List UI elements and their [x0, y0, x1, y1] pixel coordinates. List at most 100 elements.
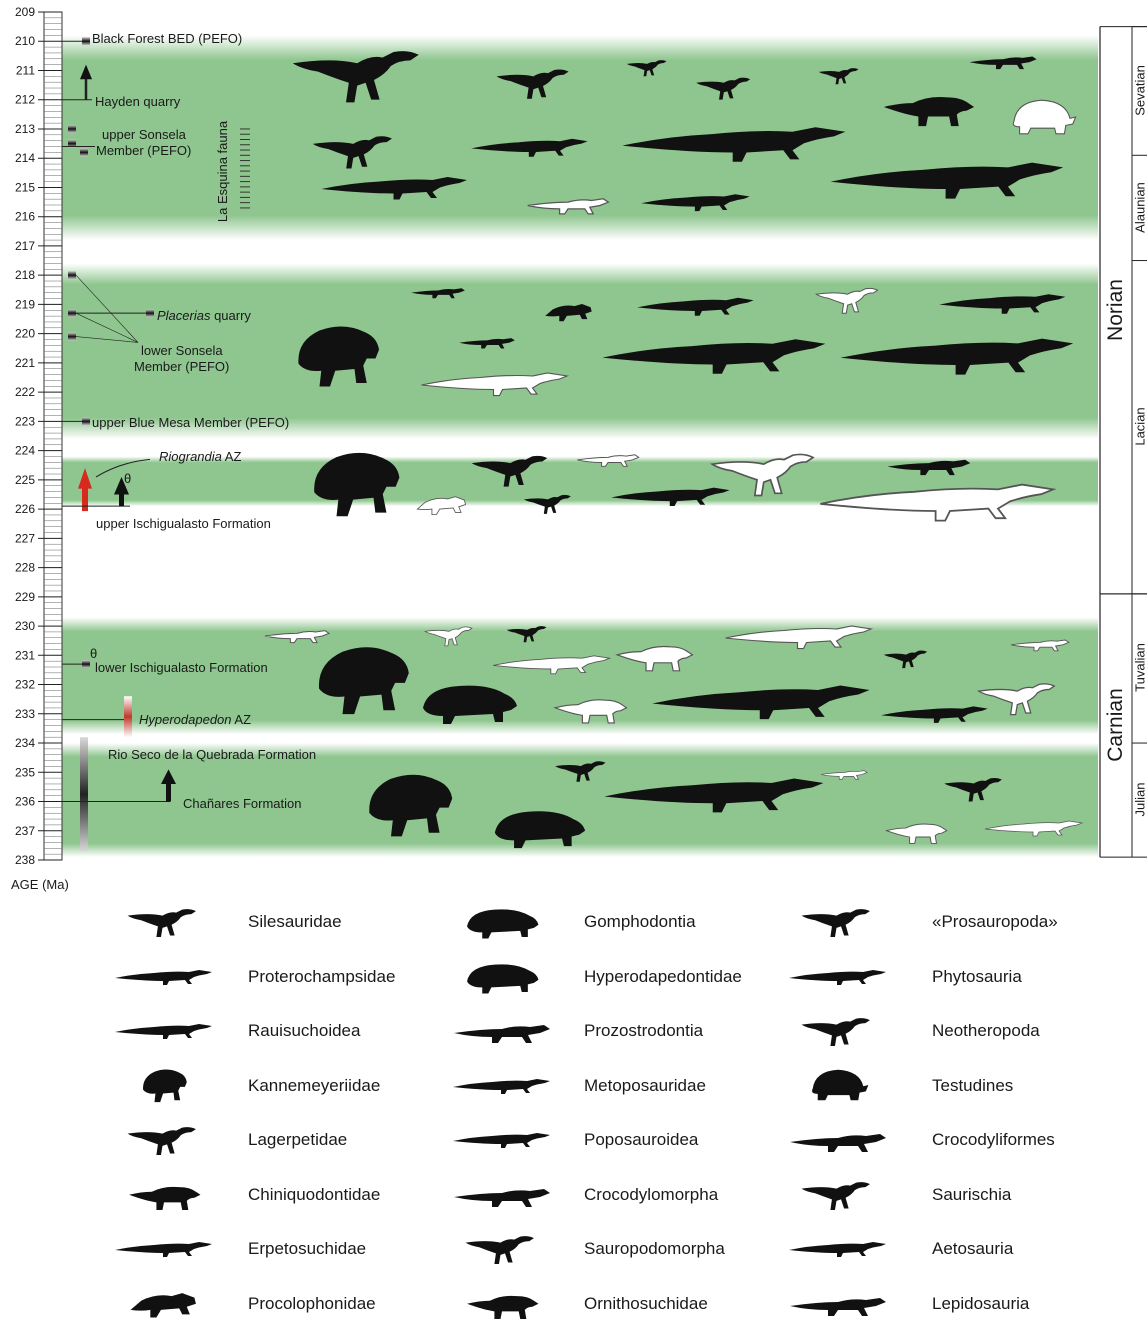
legend-label: Gomphodontia [584, 912, 696, 932]
legend-label: Kannemeyeriidae [248, 1076, 380, 1096]
neotheropod-icon [784, 1007, 894, 1053]
age-tick-label: 224 [15, 444, 35, 458]
label-lower-ischigualasto: lower Ischigualasto Formation [95, 660, 268, 675]
proterochampsid-icon [110, 953, 220, 999]
legend-label: Hyperodapedontidae [584, 967, 742, 987]
metoposaurid-icon [448, 1062, 558, 1108]
legend-item: Ornithosuchidae [448, 1280, 808, 1330]
label-rio-seco: Rio Seco de la Quebrada Formation [108, 747, 316, 762]
legend-item: Testudines [784, 1062, 1144, 1112]
age-tick-label: 226 [15, 502, 35, 516]
legend-item: Crocodyliformes [784, 1116, 1144, 1166]
age-tick-label: 223 [15, 414, 35, 428]
poposauroid-icon [448, 1116, 558, 1162]
legend-label: Chiniquodontidae [248, 1185, 380, 1205]
legend-label: Testudines [932, 1076, 1013, 1096]
legend-item: Aetosauria [784, 1225, 1144, 1275]
aetosaur-icon [784, 1225, 894, 1271]
label-hyperodapedon: Hyperodapedon AZ [139, 712, 251, 727]
legend-label: Poposauroidea [584, 1130, 698, 1150]
prozostrodont-icon [448, 1007, 558, 1053]
sauropodomorph-icon [448, 1225, 558, 1271]
age-tick-label: 232 [15, 678, 35, 692]
stage-label-carnian: Carnian [1104, 665, 1128, 785]
age-tick-label: 235 [15, 765, 35, 779]
age-tick-label: 217 [15, 239, 35, 253]
age-tick-label: 230 [15, 619, 35, 633]
age-tick-label: 231 [15, 648, 35, 662]
age-tick-label: 212 [15, 93, 35, 107]
lagerpetid-icon [110, 1116, 220, 1162]
legend-item: Silesauridae [110, 898, 470, 948]
legend-item: Poposauroidea [448, 1116, 808, 1166]
age-tick-label: 213 [15, 122, 35, 136]
age-tick-label: 220 [15, 327, 35, 341]
marker-lower-ischigualasto [82, 660, 90, 668]
label-hayden: Hayden quarry [95, 94, 180, 109]
age-tick-label: 238 [15, 853, 35, 867]
substage-label-lacian: Lacian [1133, 377, 1147, 477]
legend-label: Ornithosuchidae [584, 1294, 708, 1314]
age-tick-label: 222 [15, 385, 35, 399]
marker-lower-sonsela-a [68, 271, 76, 279]
age-tick-label: 214 [15, 151, 35, 165]
legend-label: Prozostrodontia [584, 1021, 703, 1041]
legend-label: Aetosauria [932, 1239, 1013, 1259]
legend-item: Saurischia [784, 1171, 1144, 1221]
age-tick-label: 218 [15, 268, 35, 282]
legend-label: Procolophonidae [248, 1294, 376, 1314]
label-lower-sonsela-1: lower Sonsela [141, 343, 223, 358]
age-tick-label: 209 [15, 5, 35, 19]
age-tick-label: 225 [15, 473, 35, 487]
label-chanares: Chañares Formation [183, 796, 302, 811]
legend-label: Silesauridae [248, 912, 342, 932]
label-la-esquina: La Esquina fauna [215, 121, 230, 222]
legend: Silesauridae Gomphodontia «Prosauropoda» Pr… [0, 890, 1147, 1319]
legend-label: Proterochampsidae [248, 967, 395, 987]
legend-item: Hyperodapedontidae [448, 953, 808, 1003]
legend-item: «Prosauropoda» [784, 898, 1144, 948]
silesaurid-icon [110, 898, 220, 944]
legend-item: Neotheropoda [784, 1007, 1144, 1057]
legend-item: Chiniquodontidae [110, 1171, 470, 1221]
rauisuchoid-icon [110, 1007, 220, 1053]
marker-upper-sonsela-c [80, 148, 88, 156]
age-tick-label: 216 [15, 210, 35, 224]
legend-item: Prozostrodontia [448, 1007, 808, 1057]
chiniquodontid-icon [110, 1171, 220, 1217]
hyperodapedontid-icon [448, 953, 558, 999]
legend-item: Phytosauria [784, 953, 1144, 1003]
legend-item: Proterochampsidae [110, 953, 470, 1003]
age-tick-label: 233 [15, 707, 35, 721]
legend-item: Metoposauridae [448, 1062, 808, 1112]
legend-label: Rauisuchoidea [248, 1021, 360, 1041]
age-tick-label: 210 [15, 34, 35, 48]
label-theta-lower: θ [90, 646, 97, 661]
marker-upper-blue-mesa [82, 417, 90, 425]
age-tick-label: 228 [15, 561, 35, 575]
legend-label: Neotheropoda [932, 1021, 1040, 1041]
legend-label: «Prosauropoda» [932, 912, 1058, 932]
legend-item: Rauisuchoidea [110, 1007, 470, 1057]
crocodylomorph-icon [448, 1171, 558, 1217]
prosauropod-icon [784, 898, 894, 944]
label-riograndia: Riograndia AZ [159, 449, 241, 464]
substage-label-julian: Julian [1133, 750, 1147, 850]
label-lower-sonsela-2: Member (PEFO) [134, 359, 229, 374]
legend-label: Lepidosauria [932, 1294, 1029, 1314]
label-upper-ischigualasto: upper Ischigualasto Formation [96, 516, 271, 531]
substage-label-tuvalian: Tuvalian [1133, 618, 1147, 718]
age-tick-label: 236 [15, 795, 35, 809]
label-theta-upper: θ [124, 471, 131, 486]
kannemeyeriid-icon [110, 1062, 220, 1108]
legend-label: Sauropodomorpha [584, 1239, 725, 1259]
legend-label: Metoposauridae [584, 1076, 706, 1096]
marker-placerias [146, 309, 154, 317]
age-tick-label: 221 [15, 356, 35, 370]
age-tick-label: 219 [15, 297, 35, 311]
crocodyliform-icon [784, 1116, 894, 1162]
stage-label-norian: Norian [1104, 250, 1128, 370]
saurischian-icon [784, 1171, 894, 1217]
legend-label: Erpetosuchidae [248, 1239, 366, 1259]
legend-item: Procolophonidae [110, 1280, 470, 1330]
